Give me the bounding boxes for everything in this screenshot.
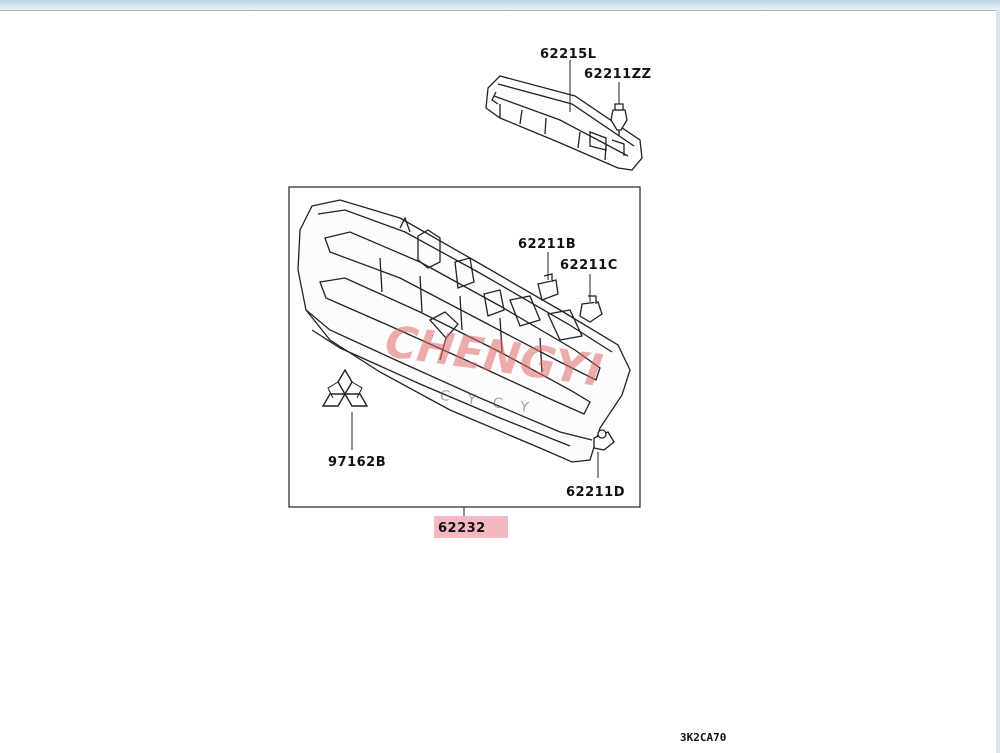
- clip-62211C: [579, 295, 603, 323]
- clip-62211B: [537, 273, 559, 301]
- radiator-grille: [297, 199, 631, 463]
- label-62211C[interactable]: 62211C: [560, 258, 618, 273]
- upper-bracket-62215L: [485, 75, 643, 171]
- diagram-code: 3K2CA70: [680, 731, 726, 744]
- part-62232-highlight: [434, 516, 508, 538]
- emblem-97162B: [321, 368, 369, 407]
- window-right-border: [996, 10, 1000, 753]
- label-62211B[interactable]: 62211B: [518, 237, 576, 252]
- clip-62211D: [593, 429, 615, 451]
- label-62211D[interactable]: 62211D: [566, 485, 625, 500]
- label-62215L[interactable]: 62215L: [540, 47, 597, 62]
- label-62211ZZ[interactable]: 62211ZZ: [584, 67, 652, 82]
- label-97162B[interactable]: 97162B: [328, 455, 386, 470]
- clip-62211ZZ: [610, 103, 628, 136]
- leader-lines: [351, 60, 620, 518]
- label-62232[interactable]: 62232: [438, 521, 486, 536]
- window-top-border: [0, 0, 1000, 11]
